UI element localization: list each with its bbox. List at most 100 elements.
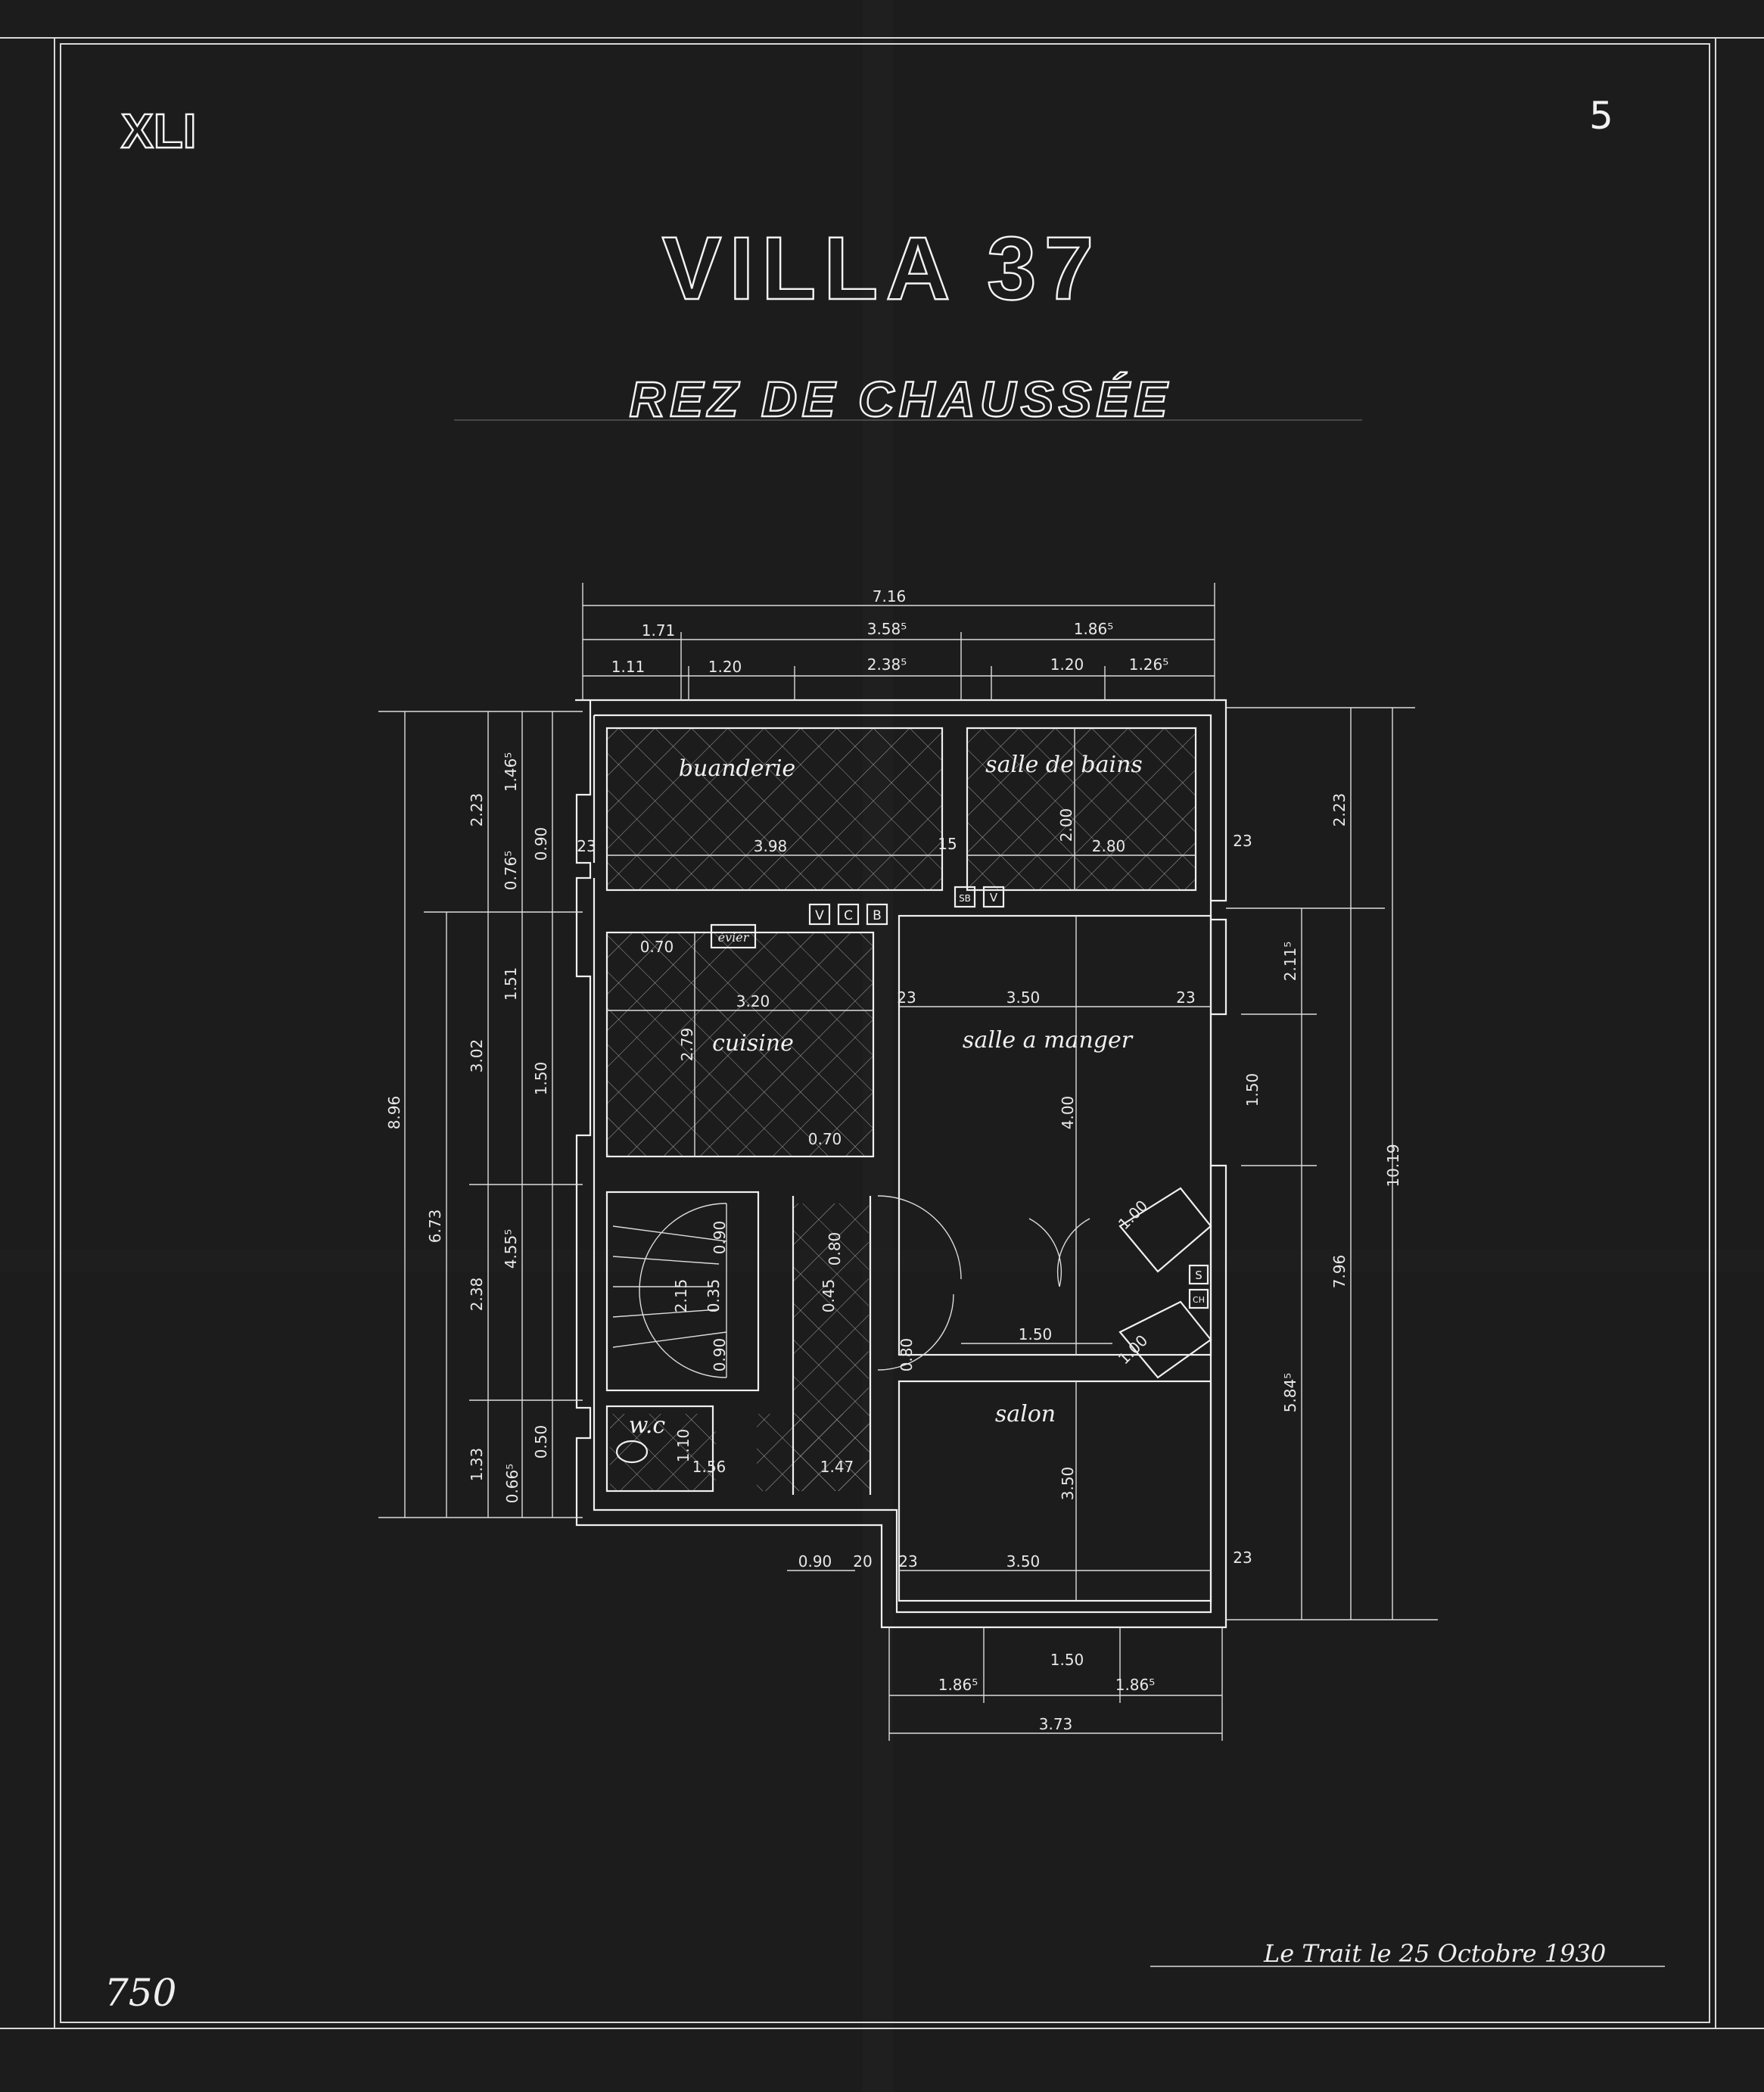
dim-interior-1-50: 1.50 — [1019, 1325, 1053, 1343]
wc-wall — [605, 1405, 714, 1493]
room-label-salle-a-manger: salle a manger — [963, 1027, 1134, 1054]
dim-salle-de-bains-width: 2.80 — [1092, 837, 1126, 855]
fixture-box-s — [1188, 1264, 1209, 1285]
dim-interior-0-45: 0.45 — [820, 1279, 838, 1313]
door-swing-dining-right — [1056, 1218, 1090, 1287]
dim-top-row3-3: 2.38⁵ — [867, 655, 907, 674]
door-swing-salon — [877, 1293, 954, 1371]
dim-top-row3-4: 1.20 — [1050, 655, 1084, 674]
door-swing-dining-left — [1028, 1218, 1062, 1287]
fixture-box-sb — [954, 886, 976, 908]
dim-right-col3-1: 2.11⁵ — [1281, 942, 1299, 982]
buanderie-floor — [607, 728, 942, 890]
dim-left-col3-2: 3.02 — [468, 1039, 486, 1073]
dim-left-overall: 8.96 — [385, 1096, 403, 1130]
dim-bottom-overall: 3.73 — [1039, 1715, 1073, 1733]
bottom-dimensions: 1.86⁵ 1.50 1.86⁵ 3.73 — [888, 1627, 1223, 1741]
toilet-icon — [615, 1440, 649, 1464]
door-swing-hall — [877, 1195, 962, 1280]
wall-thickness-23-c: 23 — [1176, 988, 1195, 1007]
drawing-subtitle: REZ DE CHAUSSÉE — [629, 371, 1171, 427]
room-label-salle-de-bains: salle de bains — [985, 752, 1143, 778]
signature: Le Trait le 25 Octobre 1930 — [1263, 1939, 1606, 1968]
wall-thickness-20: 20 — [853, 1552, 872, 1571]
floor-plan: évier V C B SB V S CH buanderie salle de… — [575, 699, 1252, 1629]
scale-number: 750 — [104, 1971, 176, 2015]
wall-thickness-23-b: 23 — [897, 988, 916, 1007]
salle-de-bains-floor — [967, 728, 1196, 890]
dim-interior-0-70-a: 0.70 — [640, 938, 674, 956]
fixture-box-v2-label: V — [990, 891, 998, 904]
wall-thickness-23-f: 23 — [1233, 832, 1252, 850]
passage-floor — [757, 1414, 870, 1491]
dim-interior-1-10: 1.10 — [674, 1429, 692, 1463]
fixture-box-v-label: V — [815, 908, 824, 923]
dim-interior-1-47: 1.47 — [820, 1458, 854, 1476]
wall-thickness-23-e: 23 — [1233, 1549, 1252, 1567]
fixture-boxes: évier V C B SB V S CH — [710, 886, 1209, 1309]
dim-interior-2-15: 2.15 — [672, 1279, 690, 1313]
room-label-wc: w.c — [629, 1412, 666, 1439]
dim-left-col4-3: 4.55⁵ — [502, 1229, 520, 1269]
dim-left-col4-2: 1.51 — [502, 967, 520, 1001]
page-number: 5 — [1589, 94, 1613, 138]
cuisine-floor — [607, 932, 873, 1157]
dim-right-col3-3: 5.84⁵ — [1281, 1373, 1299, 1413]
paper-fold-horizontal — [0, 1249, 1764, 1272]
dim-left-col3-3: 2.38 — [468, 1278, 486, 1312]
dim-cuisine-width: 3.20 — [736, 992, 770, 1010]
fixture-box-s-label: S — [1195, 1269, 1202, 1282]
dim-bottom-row1-3: 1.86⁵ — [1115, 1676, 1156, 1694]
fixture-box-c — [837, 903, 860, 926]
fixture-box-b-label: B — [873, 908, 882, 923]
stair-wall — [605, 1191, 760, 1392]
dim-left-col3-4: 1.33 — [468, 1448, 486, 1482]
wall-thickness-23-d: 23 — [898, 1552, 917, 1571]
dim-left-col2-1: 6.73 — [426, 1209, 444, 1244]
dim-top-overall: 7.16 — [873, 587, 907, 605]
fixture-box-c-label: C — [844, 908, 853, 923]
salon-wall — [898, 1380, 1212, 1602]
dim-buanderie-width: 3.98 — [754, 837, 788, 855]
dim-interior-3-50: 3.50 — [1059, 1467, 1077, 1501]
fixture-box-sb-label: SB — [959, 893, 971, 904]
salle-de-bains-wall — [966, 727, 1197, 892]
dim-interior-0-90-a: 0.90 — [711, 1221, 729, 1255]
dim-interior-2-00: 2.00 — [1057, 808, 1075, 842]
outer-wall — [575, 699, 1227, 1629]
dim-top-row3-1: 1.11 — [611, 658, 646, 676]
dim-bottom-row1-2: 1.50 — [1050, 1651, 1084, 1669]
wall-thickness-15: 15 — [938, 835, 957, 853]
dim-left-col5-2: 0.90 — [532, 827, 550, 861]
chimney-upper — [1118, 1187, 1212, 1273]
border-frame — [0, 37, 1764, 2029]
dim-top-row3-2: 1.20 — [708, 658, 742, 676]
dim-left-col5-5: 0.50 — [532, 1425, 550, 1459]
dim-salon-width: 3.50 — [1006, 1552, 1041, 1571]
dim-interior-0-80-a: 0.80 — [826, 1232, 844, 1266]
dim-right-col2-1: 2.23 — [1330, 793, 1349, 827]
dim-interior-0-90-b: 0.90 — [711, 1338, 729, 1372]
dim-right-col2-2: 7.96 — [1330, 1255, 1349, 1289]
dim-left-col3-1: 2.23 — [468, 793, 486, 827]
right-dimensions: 10.19 2.23 7.96 2.11⁵ 1.50 5.84⁵ — [1226, 707, 1438, 1620]
dim-left-col4-1: 1.46⁵ — [502, 752, 520, 792]
top-dimensions: 7.16 1.71 3.58⁵ 1.86⁵ 1.11 1.20 2.38⁵ 1.… — [582, 583, 1215, 700]
dim-top-row3-5: 1.26⁵ — [1129, 655, 1169, 674]
dim-interior-4-00: 4.00 — [1059, 1096, 1077, 1130]
dim-right-overall: 10.19 — [1384, 1144, 1402, 1187]
fixture-box-v2 — [982, 886, 1005, 908]
room-label-salon: salon — [995, 1401, 1056, 1427]
dim-salle-a-manger-width: 3.50 — [1006, 988, 1041, 1007]
dim-top-row2-3: 1.86⁵ — [1074, 620, 1114, 638]
dim-interior-0-80-b: 0.80 — [898, 1338, 916, 1372]
dim-interior-2-79: 2.79 — [678, 1028, 696, 1062]
dim-left-col5-4: 0.66⁵ — [503, 1464, 521, 1504]
chimney-lower — [1118, 1300, 1212, 1379]
dim-left-col5-3: 1.50 — [532, 1062, 550, 1096]
wc-floor — [610, 1414, 716, 1491]
dim-interior-0-70-b: 0.70 — [808, 1130, 842, 1148]
salle-a-manger-wall — [898, 914, 1212, 1356]
dim-right-col3-2: 1.50 — [1243, 1073, 1262, 1107]
fixture-box-ch-label: CH — [1193, 1295, 1205, 1305]
